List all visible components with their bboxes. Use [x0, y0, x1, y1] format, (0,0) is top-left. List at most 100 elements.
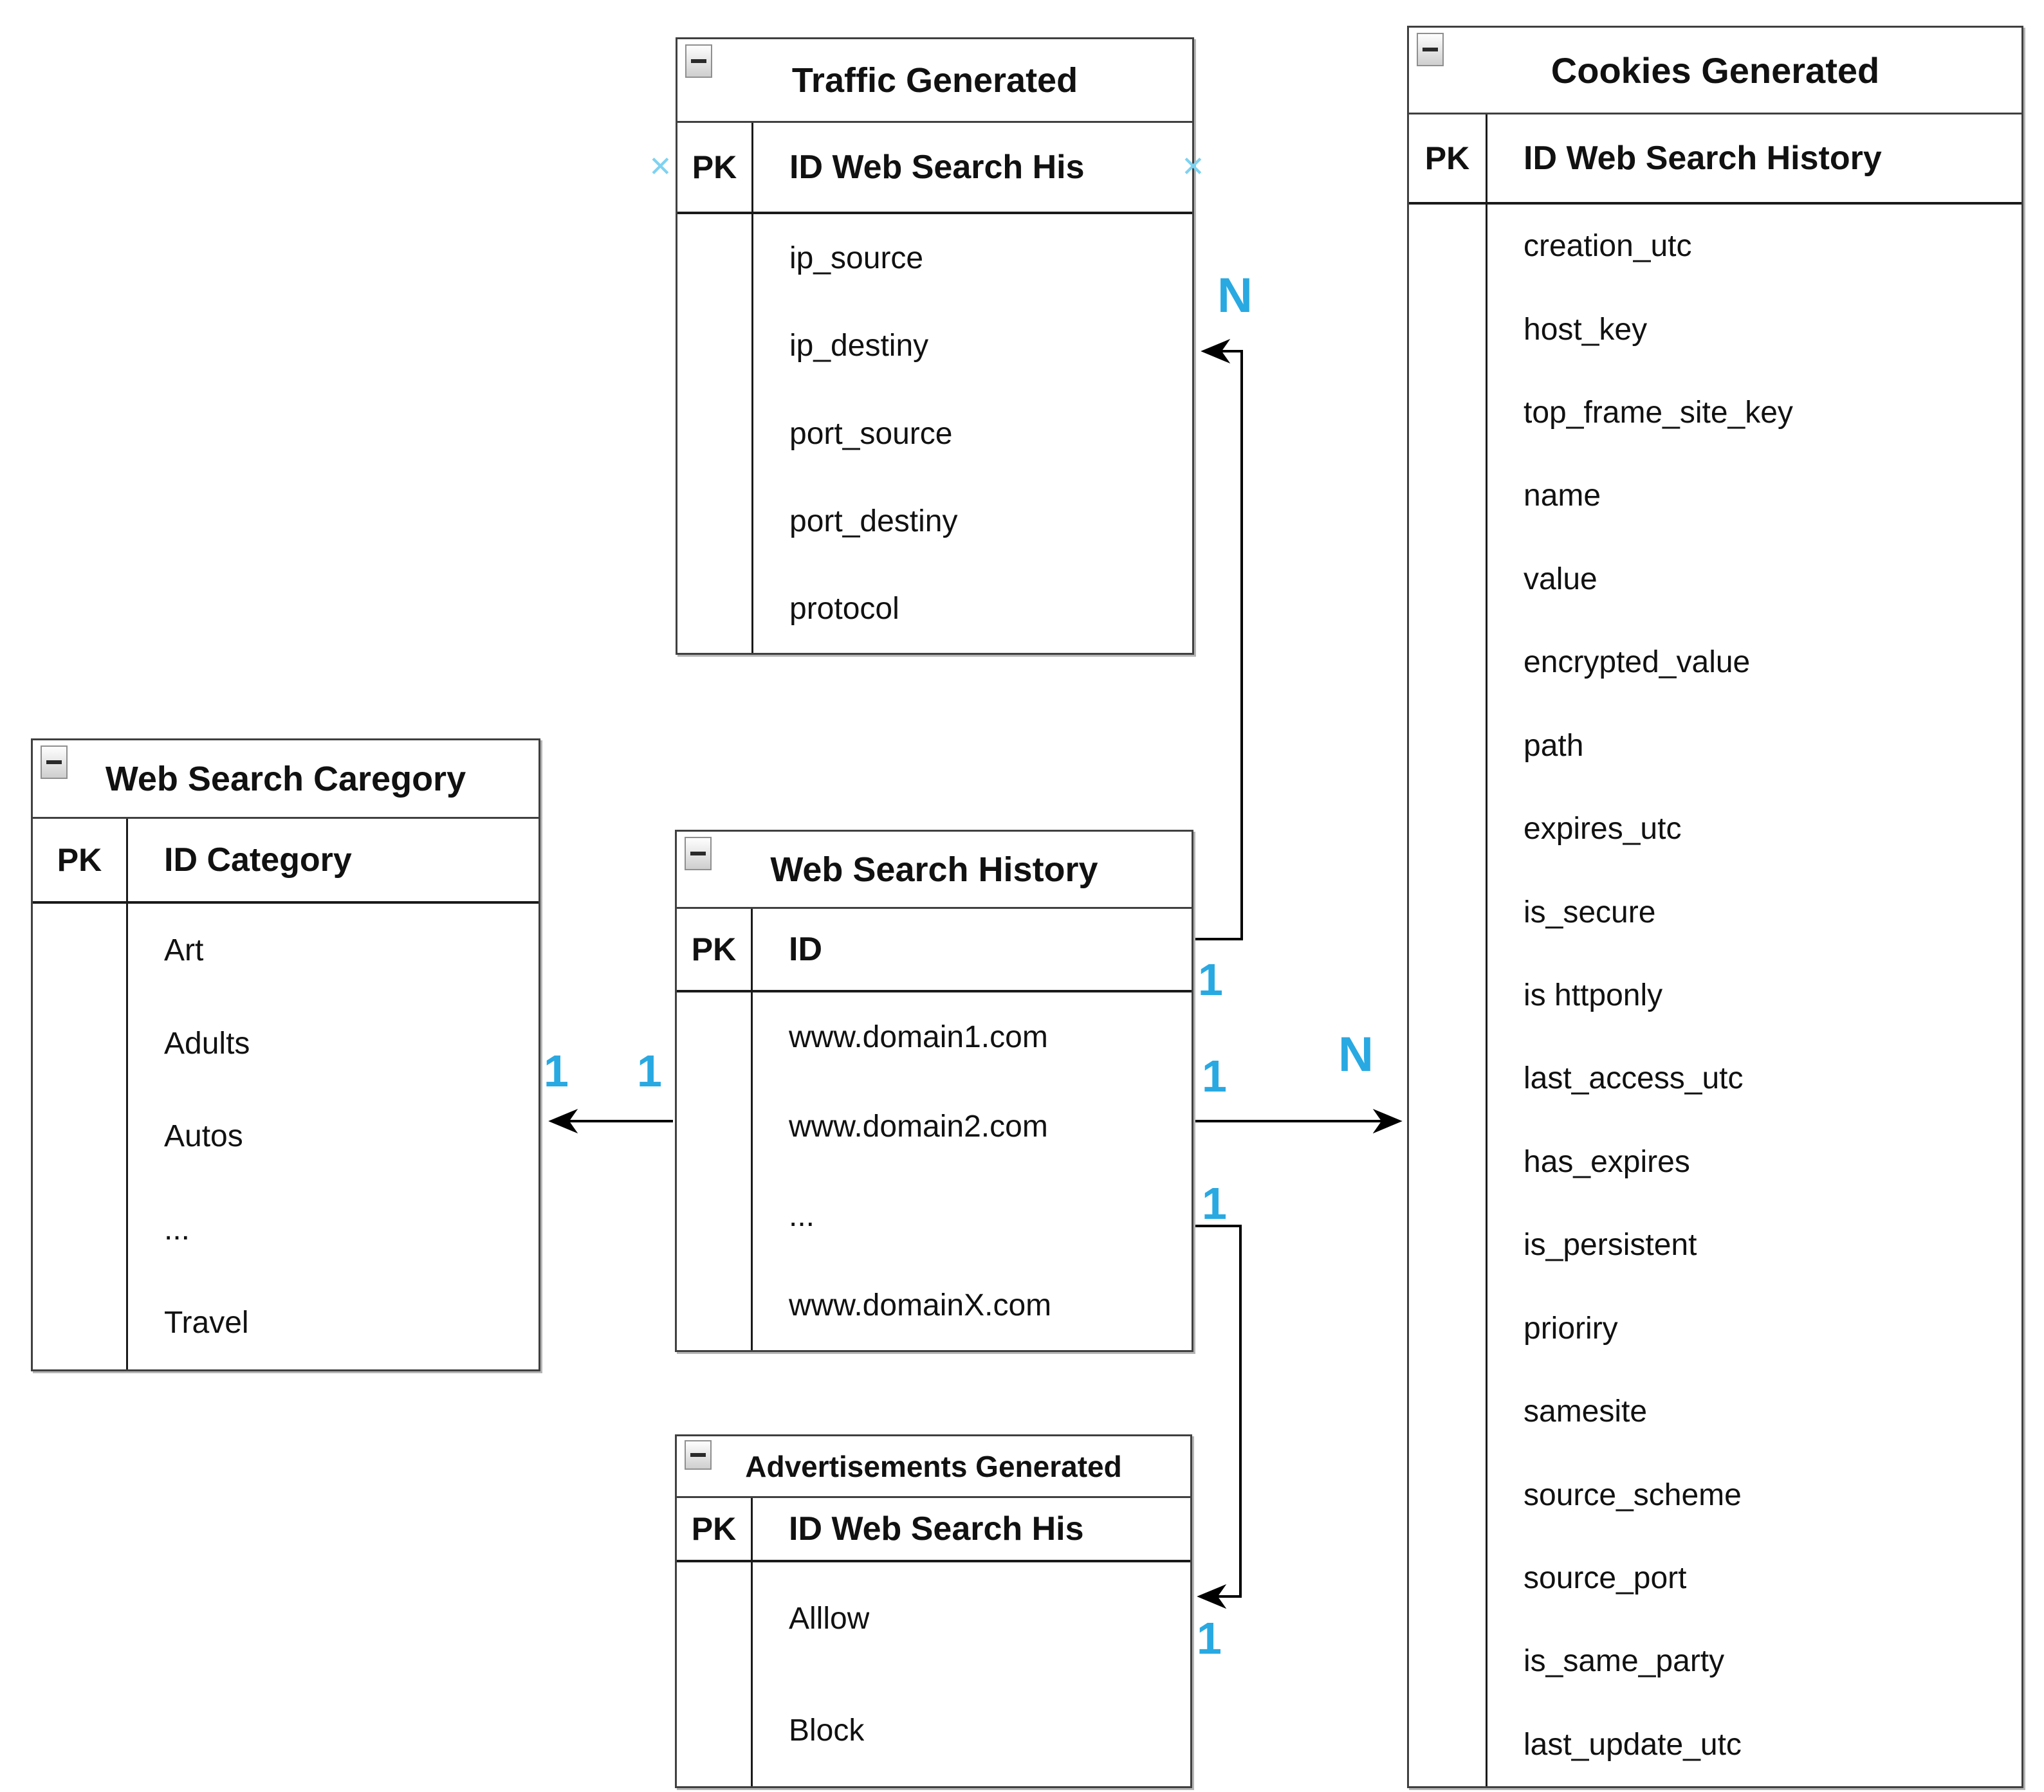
- pk-field-name: ID: [789, 931, 822, 969]
- field-name: samesite: [1524, 1394, 1648, 1429]
- field-row: Adults: [33, 996, 539, 1090]
- field-name: creation_utc: [1524, 229, 1692, 264]
- table-advertisements-generated: Advertisements Generated PK ID Web Searc…: [675, 1434, 1192, 1788]
- field-name: source_scheme: [1524, 1477, 1742, 1512]
- table-header: Web Search History: [677, 832, 1192, 909]
- field-row: port_source: [677, 389, 1192, 478]
- field-name: name: [1524, 479, 1601, 513]
- field-row: is_same_party: [1409, 1620, 2021, 1703]
- table-cookies-generated: Cookies Generated PK ID Web Search Histo…: [1407, 26, 2023, 1788]
- field-row: creation_utc: [1409, 205, 2021, 288]
- field-name: last_update_utc: [1524, 1727, 1742, 1762]
- field-name: is_persistent: [1524, 1228, 1697, 1263]
- field-row: www.domain1.com: [677, 992, 1192, 1082]
- pk-row: PK ID Web Search His: [677, 1498, 1190, 1562]
- pk-field-name: ID Web Search His: [789, 1510, 1106, 1548]
- field-name: Autos: [164, 1119, 243, 1154]
- collapse-icon[interactable]: [1417, 33, 1444, 66]
- field-name: Block: [789, 1713, 865, 1748]
- pk-field-name: ID Web Search His: [789, 149, 1107, 187]
- field-name: has_expires: [1524, 1144, 1690, 1179]
- field-row: is httponly: [1409, 953, 2021, 1038]
- field-name: Adults: [164, 1026, 250, 1061]
- field-name: Art: [164, 933, 204, 967]
- table-header: Web Search Caregory: [33, 740, 539, 819]
- cardinality-label-1-traffic: 1: [1198, 955, 1223, 1005]
- field-row: samesite: [1409, 1369, 2021, 1454]
- field-name: encrypted_value: [1524, 645, 1751, 680]
- table-web-search-category: Web Search Caregory PK ID Category Art A…: [31, 738, 540, 1371]
- field-name: Travel: [164, 1306, 249, 1340]
- connector-history-ads: [1195, 1225, 1242, 1609]
- table-title: Advertisements Generated: [745, 1449, 1122, 1483]
- field-row: last_access_utc: [1409, 1037, 2021, 1120]
- field-row: last_update_utc: [1409, 1703, 2021, 1787]
- collapse-icon[interactable]: [41, 745, 68, 779]
- pk-field-name: ID Category: [164, 841, 352, 879]
- minus-glyph: [46, 760, 62, 764]
- field-name: www.domain2.com: [789, 1110, 1048, 1144]
- pk-field-name: ID Web Search History: [1524, 140, 1882, 178]
- field-name: port_destiny: [789, 504, 958, 538]
- field-row: encrypted_value: [1409, 621, 2021, 704]
- table-body: PK ID Web Search His Alllow Block: [677, 1498, 1190, 1786]
- field-name: path: [1524, 728, 1584, 763]
- table-title: Traffic Generated: [791, 60, 1078, 100]
- field-name: expires_utc: [1524, 812, 1682, 846]
- cardinality-label-n-traffic: N: [1217, 268, 1253, 323]
- connector-history-traffic: [1195, 338, 1243, 940]
- pk-row: PK ID Web Search His: [677, 123, 1192, 214]
- pk-label: PK: [677, 1498, 753, 1560]
- table-title: Web Search Caregory: [105, 759, 466, 798]
- table-body: PK ID Web Search His ip_source ip_destin…: [677, 123, 1192, 654]
- field-row: top_frame_site_key: [1409, 370, 2021, 455]
- field-row: Art: [33, 904, 539, 997]
- field-row: www.domain2.com: [677, 1082, 1192, 1171]
- minus-glyph: [691, 59, 706, 63]
- pk-row: PK ID Category: [33, 819, 539, 904]
- pk-row: PK ID: [677, 909, 1192, 992]
- field-name: prioriry: [1524, 1311, 1618, 1346]
- table-body: PK ID Web Search History creation_utc ho…: [1409, 114, 2021, 1787]
- field-row: source_scheme: [1409, 1453, 2021, 1537]
- field-row: port_destiny: [677, 477, 1192, 565]
- pk-label: PK: [33, 819, 128, 901]
- field-row: Block: [677, 1674, 1190, 1786]
- table-body: PK ID www.domain1.com www.domain2.com ..…: [677, 909, 1192, 1350]
- cardinality-label-1-category-right: 1: [637, 1046, 662, 1096]
- collapse-icon[interactable]: [685, 1440, 712, 1470]
- table-traffic-generated: Traffic Generated PK ID Web Search His i…: [676, 37, 1194, 655]
- pk-label: PK: [677, 909, 753, 990]
- field-name: port_source: [789, 416, 953, 451]
- field-row: host_key: [1409, 288, 2021, 371]
- field-row: ...: [33, 1183, 539, 1277]
- pk-row: PK ID Web Search History: [1409, 114, 2021, 205]
- table-title: Cookies Generated: [1551, 50, 1880, 91]
- field-name: is_secure: [1524, 895, 1656, 929]
- minus-glyph: [690, 852, 706, 855]
- table-title: Web Search History: [770, 850, 1098, 889]
- collapse-icon[interactable]: [685, 44, 712, 78]
- field-row: is_persistent: [1409, 1203, 2021, 1287]
- field-name: protocol: [789, 592, 899, 626]
- table-web-search-history: Web Search History PK ID www.domain1.com…: [675, 830, 1193, 1352]
- field-name: www.domain1.com: [789, 1020, 1048, 1054]
- field-row: ip_destiny: [677, 302, 1192, 390]
- connection-point-icon[interactable]: ✕: [1181, 151, 1205, 183]
- field-name: www.domainX.com: [789, 1288, 1052, 1322]
- collapse-icon[interactable]: [685, 837, 712, 870]
- field-name: Alllow: [789, 1601, 870, 1636]
- minus-glyph: [690, 1453, 706, 1457]
- field-row: Alllow: [677, 1562, 1190, 1674]
- cardinality-label-1-category-left: 1: [544, 1046, 569, 1096]
- field-row: path: [1409, 704, 2021, 787]
- field-row: expires_utc: [1409, 787, 2021, 871]
- field-name: ip_source: [789, 241, 924, 275]
- field-name: ip_destiny: [789, 329, 929, 363]
- connection-point-icon[interactable]: ✕: [649, 151, 672, 183]
- field-row: Travel: [33, 1276, 539, 1369]
- table-header: Cookies Generated: [1409, 28, 2021, 114]
- pk-label: PK: [677, 123, 753, 212]
- field-name: ...: [789, 1199, 815, 1233]
